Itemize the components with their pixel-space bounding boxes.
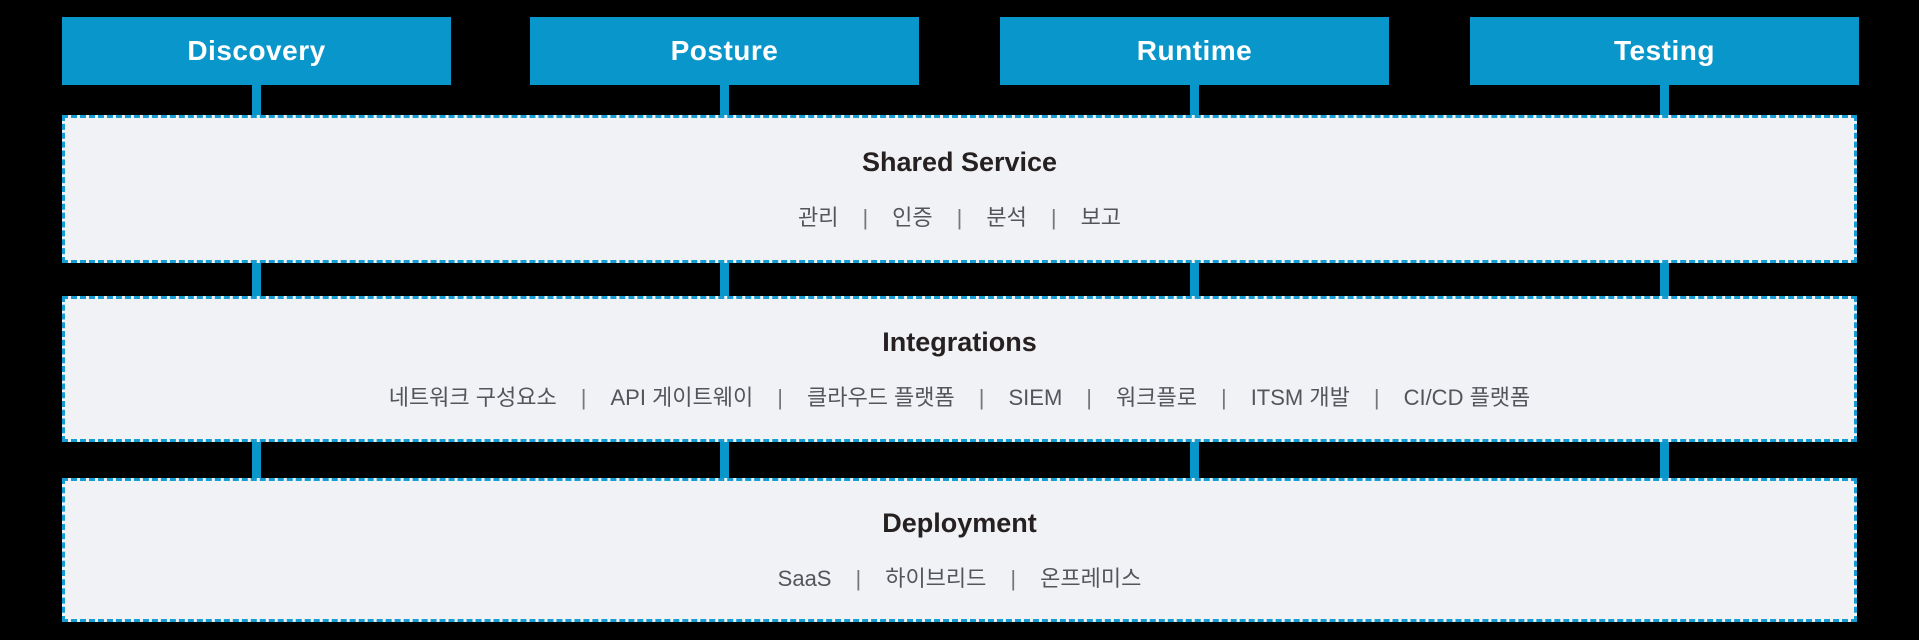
connector-line-runtime xyxy=(1190,85,1199,485)
tab-testing: Testing xyxy=(1470,17,1859,85)
panel-item: CI/CD 플랫폼 xyxy=(1403,385,1531,410)
panel-item: 분석 xyxy=(986,205,1027,230)
item-separator: | xyxy=(777,385,783,410)
tab-posture: Posture xyxy=(530,17,919,85)
panel-item-list: SaaS | 하이브리드 | 온프레미스 xyxy=(778,564,1142,594)
panel-item: 네트워크 구성요소 xyxy=(388,385,557,410)
panel-item: 하이브리드 xyxy=(885,566,987,591)
panel-title: Integrations xyxy=(882,327,1037,357)
item-separator: | xyxy=(580,385,587,410)
panel-shared-service: Shared Service 관리 | 인증 | 분석 | 보고 xyxy=(62,115,1857,263)
panel-item: SaaS xyxy=(777,566,832,591)
tab-discovery: Discovery xyxy=(62,17,451,85)
item-separator: | xyxy=(1050,205,1057,230)
panel-item-list: 관리 | 인증 | 분석 | 보고 xyxy=(798,203,1121,233)
connector-line-discovery xyxy=(252,85,261,485)
item-separator: | xyxy=(1220,385,1227,410)
panel-title: Deployment xyxy=(882,508,1037,538)
panel-item: 온프레미스 xyxy=(1040,566,1142,591)
panel-integrations: Integrations 네트워크 구성요소 | API 게이트웨이 | 클라우드 플랫… xyxy=(62,296,1857,442)
connector-line-testing xyxy=(1660,85,1669,485)
item-separator: | xyxy=(862,205,869,230)
item-separator: | xyxy=(855,566,862,591)
panel-item: 인증 xyxy=(892,205,933,230)
panel-item: API 게이트웨이 xyxy=(610,385,754,410)
panel-item-list: 네트워크 구성요소 | API 게이트웨이 | 클라우드 플랫폼 | SIEM | 워크플로 | I… xyxy=(389,383,1531,413)
panel-title: Shared Service xyxy=(861,147,1058,177)
tab-runtime: Runtime xyxy=(1000,17,1389,85)
panel-item: ITSM 개발 xyxy=(1250,385,1350,410)
connector-line-posture xyxy=(720,85,729,485)
item-separator: | xyxy=(978,385,985,410)
panel-item: 클라우드 플랫폼 xyxy=(806,385,955,410)
panel-deployment: Deployment SaaS | 하이브리드 | 온프레미스 xyxy=(62,478,1857,622)
panel-item: 관리 xyxy=(797,205,839,230)
item-separator: | xyxy=(1373,385,1380,410)
panel-item: 워크플로 xyxy=(1116,385,1197,410)
item-separator: | xyxy=(1010,566,1017,591)
item-separator: | xyxy=(1086,385,1092,410)
panel-item: 보고 xyxy=(1080,205,1122,230)
panel-item: SIEM xyxy=(1008,385,1063,410)
item-separator: | xyxy=(956,205,963,230)
